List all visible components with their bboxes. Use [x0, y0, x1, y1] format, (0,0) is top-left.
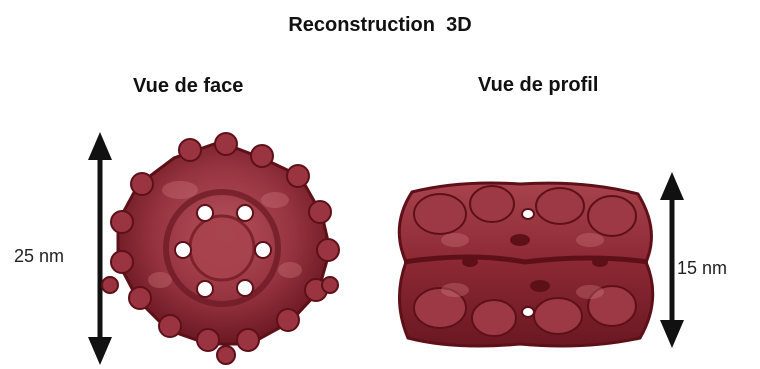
side-view-particle — [399, 183, 652, 346]
front-view-particle — [102, 133, 339, 364]
front-dimension-arrow — [88, 132, 112, 365]
side-dimension-arrow — [660, 172, 684, 348]
